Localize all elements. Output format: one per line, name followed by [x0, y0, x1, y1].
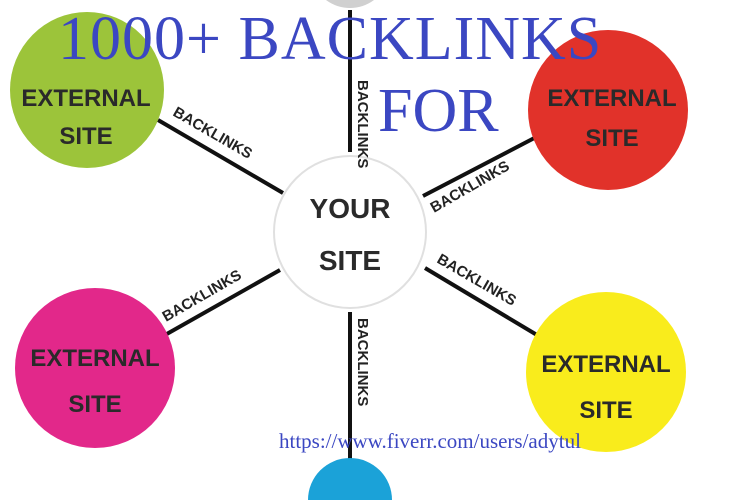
external-node-yellow-line2: SITE: [579, 397, 632, 424]
external-node-pink: [15, 288, 175, 448]
connector-green: [156, 118, 285, 195]
external-node-green-line1: EXTERNAL: [21, 85, 150, 112]
backlinks-label-top: BACKLINKS: [354, 80, 371, 168]
center-node-line2: SITE: [319, 245, 381, 276]
bottom-node: [308, 458, 392, 500]
external-node-pink-line1: EXTERNAL: [30, 345, 159, 372]
center-node: [273, 155, 427, 309]
external-node-green-line2: SITE: [59, 123, 112, 150]
external-node-green: [10, 12, 164, 168]
external-node-red: [528, 30, 688, 190]
connector-yellow: [423, 266, 544, 340]
center-node-line1: YOUR: [310, 193, 391, 224]
external-node-yellow: [526, 292, 686, 452]
connector-pink: [164, 268, 281, 337]
top-node: [326, 0, 374, 8]
external-node-red-line2: SITE: [585, 125, 638, 152]
backlinks-label-bottom: BACKLINKS: [354, 318, 371, 406]
headline-line1: 1000+ BACKLINKS: [58, 5, 603, 73]
connector-red: [422, 132, 543, 198]
external-node-red-line1: EXTERNAL: [547, 85, 676, 112]
external-node-yellow-line1: EXTERNAL: [541, 351, 670, 378]
external-node-pink-line2: SITE: [68, 391, 121, 418]
profile-url: https://www.fiverr.com/users/adytul: [279, 429, 581, 453]
headline-line2: FOR: [378, 77, 499, 145]
